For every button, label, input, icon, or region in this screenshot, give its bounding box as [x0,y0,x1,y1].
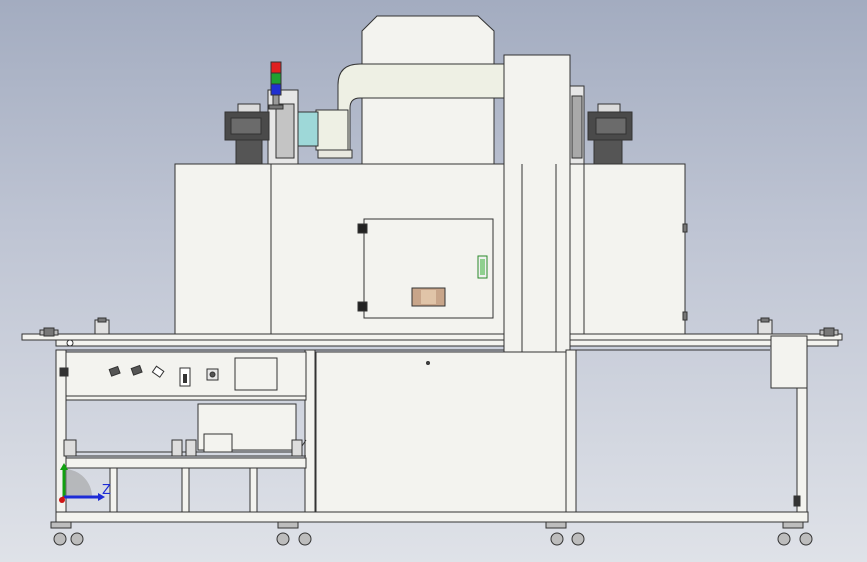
orientation-triad [58,463,105,503]
lamp-tray [63,403,307,457]
door-hinge [357,301,368,312]
caster-wheels [50,521,813,546]
conveyor-belt[interactable] [21,317,843,351]
control-switch-2[interactable] [130,364,143,376]
right-blower [567,85,633,165]
left-blower [224,89,299,165]
display-screen [234,357,278,391]
control-switch-1[interactable] [108,365,121,377]
control-switch-3[interactable] [151,365,165,378]
support-frame [55,349,809,523]
signal-tower [268,61,284,110]
door-hinge [357,223,368,234]
drive-box [770,335,808,389]
lower-cabinet [315,351,567,519]
exhaust-duct [291,63,511,159]
z-axis-label: Z [102,483,111,498]
